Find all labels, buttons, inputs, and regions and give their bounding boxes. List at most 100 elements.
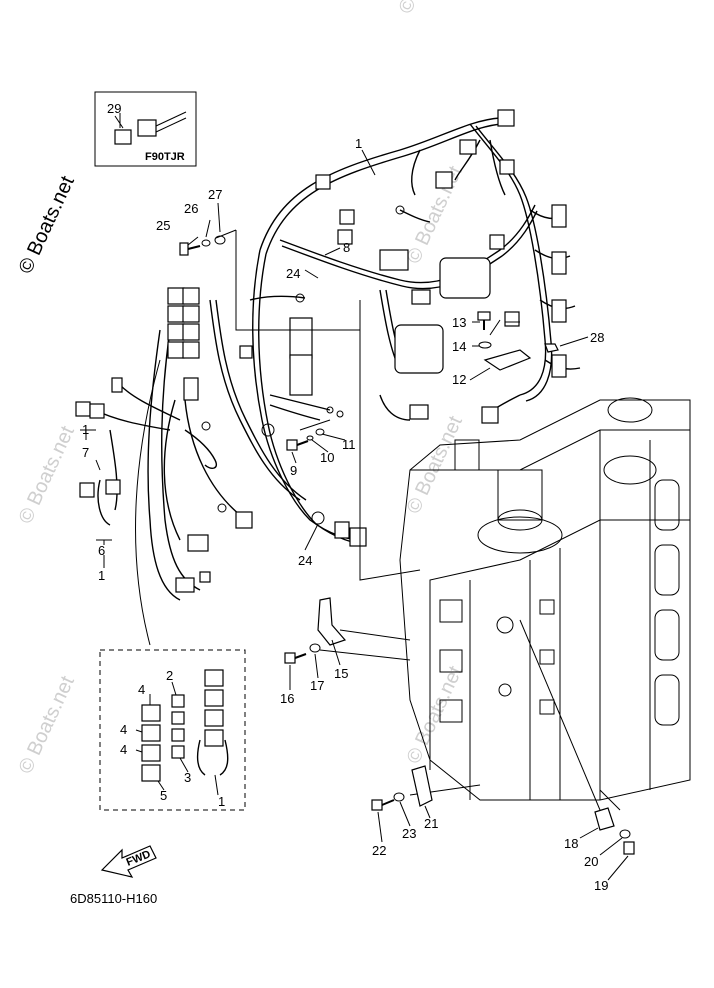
connector-icon <box>137 119 157 137</box>
connector <box>175 577 195 593</box>
plug <box>199 571 211 583</box>
relay <box>204 729 224 747</box>
callout-17: 17 <box>310 678 324 693</box>
clamp <box>261 423 275 437</box>
inset-model-label: F90TJR <box>145 151 185 163</box>
callouts: 1 1 1 1 2 3 4 4 4 5 6 7 8 9 10 11 12 13 … <box>82 136 608 893</box>
callout-14: 14 <box>452 339 466 354</box>
fuse <box>171 745 185 759</box>
inset-frame <box>94 91 197 167</box>
callout-24: 24 <box>298 553 312 568</box>
connector <box>459 139 477 155</box>
fuse <box>171 711 185 725</box>
washer-20 <box>619 829 631 839</box>
bolt-16 <box>284 652 296 664</box>
callout-15: 15 <box>334 666 348 681</box>
relay <box>204 669 224 687</box>
callout-7: 7 <box>82 445 89 460</box>
connector <box>89 403 105 419</box>
washer-10 <box>306 435 314 441</box>
connector <box>411 289 431 305</box>
bracket-15 <box>317 597 347 646</box>
connector <box>409 404 429 420</box>
washer-11 <box>315 428 325 436</box>
watermark-main: © Boats.net <box>15 172 79 277</box>
ignition-coil <box>551 354 567 378</box>
relay <box>167 305 185 323</box>
watermark-faded: © Boats.net <box>15 422 79 527</box>
rectifier <box>394 324 444 374</box>
callout-1: 1 <box>82 422 89 437</box>
callout-16: 16 <box>280 691 294 706</box>
watermark-faded: © Boats.net <box>395 0 459 17</box>
callout-27: 27 <box>208 187 222 202</box>
washer-27 <box>214 235 226 245</box>
callout-13: 13 <box>452 315 466 330</box>
callout-4: 4 <box>120 742 127 757</box>
relay <box>204 709 224 727</box>
callout-18: 18 <box>564 836 578 851</box>
relay <box>167 323 185 341</box>
relay <box>182 305 200 323</box>
detail-pointer <box>135 359 161 646</box>
connector <box>497 109 515 127</box>
relay <box>141 724 161 742</box>
bolt-13 <box>477 311 491 321</box>
callout-9: 9 <box>290 463 297 478</box>
callout-1: 1 <box>218 794 225 809</box>
relay <box>204 689 224 707</box>
connector <box>315 174 331 190</box>
connector-icon <box>114 129 132 145</box>
control-unit <box>439 257 491 299</box>
bolt-22 <box>371 799 383 811</box>
bracket-18 <box>594 807 615 831</box>
callout-23: 23 <box>402 826 416 841</box>
connector <box>183 377 199 401</box>
ignition-coil <box>551 251 567 275</box>
fuse <box>171 694 185 708</box>
callout-28: 28 <box>590 330 604 345</box>
bracket-12 <box>483 349 532 371</box>
relay <box>379 249 409 271</box>
connector <box>239 345 253 359</box>
relay <box>182 341 200 359</box>
connector <box>235 511 253 529</box>
bolt-9 <box>286 439 298 451</box>
callout-22: 22 <box>372 843 386 858</box>
engine-block <box>399 397 691 801</box>
ignition-coil <box>551 299 567 323</box>
leader-lines <box>80 113 629 881</box>
relay <box>182 323 200 341</box>
washer-17 <box>309 643 321 653</box>
bracket-21 <box>411 765 433 807</box>
connectors <box>75 109 567 593</box>
plug <box>111 377 123 393</box>
relay-detail-box <box>99 649 246 811</box>
clamp <box>311 511 325 525</box>
callout-21: 21 <box>424 816 438 831</box>
callout-11: 11 <box>342 437 356 452</box>
fuse-holder <box>289 354 313 396</box>
callout-24: 24 <box>286 266 300 281</box>
guide-lines <box>215 229 621 811</box>
relay <box>167 341 185 359</box>
relay <box>141 744 161 762</box>
watermark-faded: © Boats.net <box>403 412 467 517</box>
hardware <box>179 235 635 855</box>
connector <box>337 229 353 245</box>
callout-3: 3 <box>184 770 191 785</box>
connector <box>105 479 121 495</box>
callout-5: 5 <box>160 788 167 803</box>
connector <box>79 482 95 498</box>
connector <box>339 209 355 225</box>
clamp-28 <box>544 343 559 353</box>
connector <box>187 534 209 552</box>
washer-26 <box>201 239 211 247</box>
connector <box>435 171 453 189</box>
fuse <box>171 728 185 742</box>
washer-14 <box>478 341 492 349</box>
watermark-faded: © Boats.net <box>403 662 467 767</box>
connector <box>504 311 520 327</box>
fwd-arrow: FWD <box>100 845 157 878</box>
